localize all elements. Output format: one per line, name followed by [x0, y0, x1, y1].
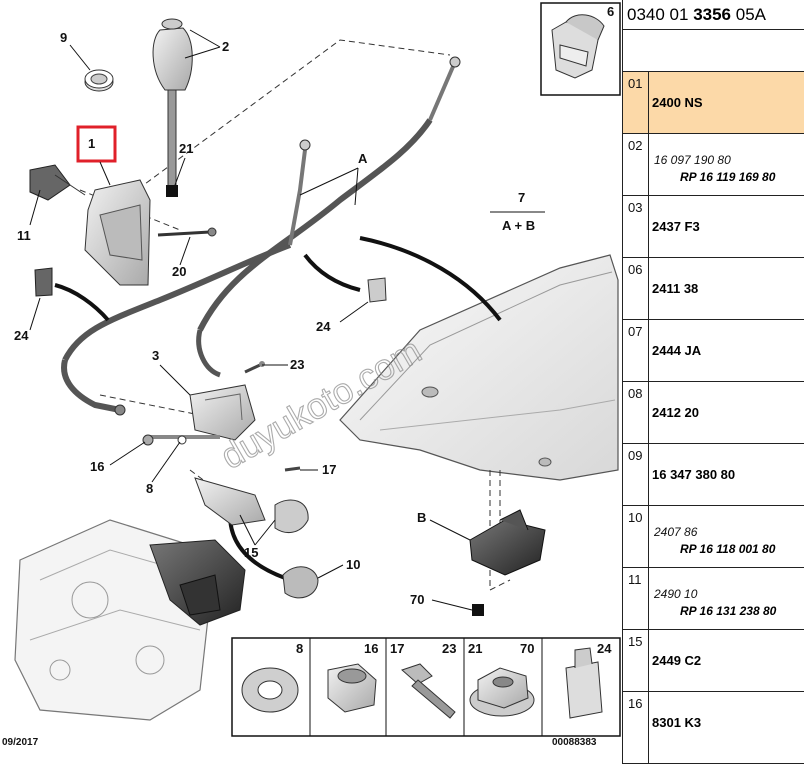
- superseded-reference: 2490 10: [654, 587, 698, 601]
- clip-part-24-right: [367, 277, 387, 303]
- row-index: 06: [623, 258, 649, 319]
- superseded-reference: 2407 86: [654, 525, 698, 539]
- screw-part-23: [244, 361, 265, 374]
- marker-70: [472, 604, 484, 616]
- replacement-reference: RP 16 131 238 80: [680, 604, 777, 618]
- callout-3: 3: [152, 348, 159, 363]
- callout-9: 9: [60, 30, 67, 45]
- callout-8: 8: [146, 481, 153, 496]
- document-number: 0340 01 3356 05A: [623, 0, 804, 30]
- row-index: 15: [623, 630, 649, 691]
- transmission: [14, 519, 246, 721]
- callout-10: 10: [346, 557, 360, 572]
- inset-part-6: 6: [540, 2, 621, 96]
- callout-1: 1: [88, 136, 95, 151]
- callouts: 9 2 1 21 11 20 24 24 A 7 A + B 3 23 16 8…: [14, 30, 535, 607]
- superseded-reference: 16 097 190 80: [654, 153, 731, 167]
- table-header-blank: [623, 30, 804, 72]
- bracket-part-3: [142, 384, 256, 446]
- row-index: 02: [623, 134, 649, 195]
- row-index: 09: [623, 444, 649, 505]
- part-reference: 2437 F3: [652, 219, 700, 234]
- bracket-part-15: [194, 477, 309, 533]
- callout-24-right: 24: [316, 319, 331, 334]
- part-reference: 2449 C2: [652, 653, 702, 668]
- diagram-reference: 00088383: [552, 737, 597, 748]
- callout-70: 70: [410, 592, 424, 607]
- callout-a: A: [358, 151, 368, 166]
- callout-b: B: [417, 510, 426, 525]
- table-row[interactable]: 02 16 097 190 80 RP 16 119 169 80: [623, 134, 804, 196]
- floor-panel: [339, 254, 619, 481]
- gear-lever-assembly: [29, 18, 193, 286]
- row-index: 08: [623, 382, 649, 443]
- exploded-parts-diagram: 6: [2, 2, 621, 748]
- callout-23: 23: [290, 357, 304, 372]
- clip-part-24-left: [34, 267, 53, 297]
- callout-24-left: 24: [14, 328, 29, 343]
- doc-number-suffix: 05A: [731, 5, 766, 24]
- part-10: [282, 566, 319, 599]
- row-index: 03: [623, 196, 649, 257]
- row-index: 11: [623, 568, 649, 629]
- row-index: 07: [623, 320, 649, 381]
- table-row[interactable]: 11 2490 10 RP 16 131 238 80: [623, 568, 804, 630]
- callout-15: 15: [244, 545, 258, 560]
- callout-leaders: [29, 29, 545, 611]
- table-row[interactable]: 10 2407 86 RP 16 118 001 80: [623, 506, 804, 568]
- screw-part-17: [284, 466, 301, 472]
- legend-label-23: 23: [442, 641, 456, 656]
- gear-cables: [61, 56, 461, 416]
- part-reference: 2444 JA: [652, 343, 702, 358]
- row-index: 10: [623, 506, 649, 567]
- bolt-part-20: [157, 227, 217, 237]
- fastener-legend: 8 16 17 23 21 70 24: [231, 637, 621, 737]
- legend-label-17: 17: [390, 641, 404, 656]
- part-reference: 2411 38: [652, 281, 699, 296]
- callout-17: 17: [322, 462, 336, 477]
- legend-label-16: 16: [364, 641, 378, 656]
- replacement-reference: RP 16 118 001 80: [680, 542, 776, 556]
- replacement-reference: RP 16 119 169 80: [680, 170, 776, 184]
- callout-11: 11: [17, 228, 31, 243]
- doc-number-bold: 3356: [693, 5, 732, 24]
- part-reference: 2412 20: [652, 405, 699, 420]
- callout-16: 16: [90, 459, 104, 474]
- marker-21: [166, 185, 178, 197]
- doc-number-prefix: 0340 01: [627, 5, 694, 24]
- callout-20: 20: [172, 264, 186, 279]
- part-reference: 16 347 380 80: [652, 467, 736, 482]
- callout-2: 2: [222, 39, 229, 54]
- part-1-highlight-box: [76, 125, 117, 163]
- legend-label-8: 8: [296, 641, 303, 656]
- row-index: 01: [623, 72, 649, 133]
- callout-21: 21: [179, 141, 193, 156]
- part-reference: 8301 K3: [652, 715, 702, 730]
- diagram-date: 09/2017: [2, 737, 39, 748]
- callout-7: 7: [518, 190, 525, 205]
- legend-label-21: 21: [468, 641, 482, 656]
- legend-label-70: 70: [520, 641, 534, 656]
- row-index: 16: [623, 692, 649, 763]
- callout-6: 6: [607, 4, 614, 19]
- part-reference: 2400 NS: [652, 95, 703, 110]
- callout-7-subtitle: A + B: [502, 218, 535, 233]
- legend-label-24: 24: [597, 641, 612, 656]
- mount-part-b: [469, 509, 546, 576]
- seal-part-9: [84, 69, 114, 92]
